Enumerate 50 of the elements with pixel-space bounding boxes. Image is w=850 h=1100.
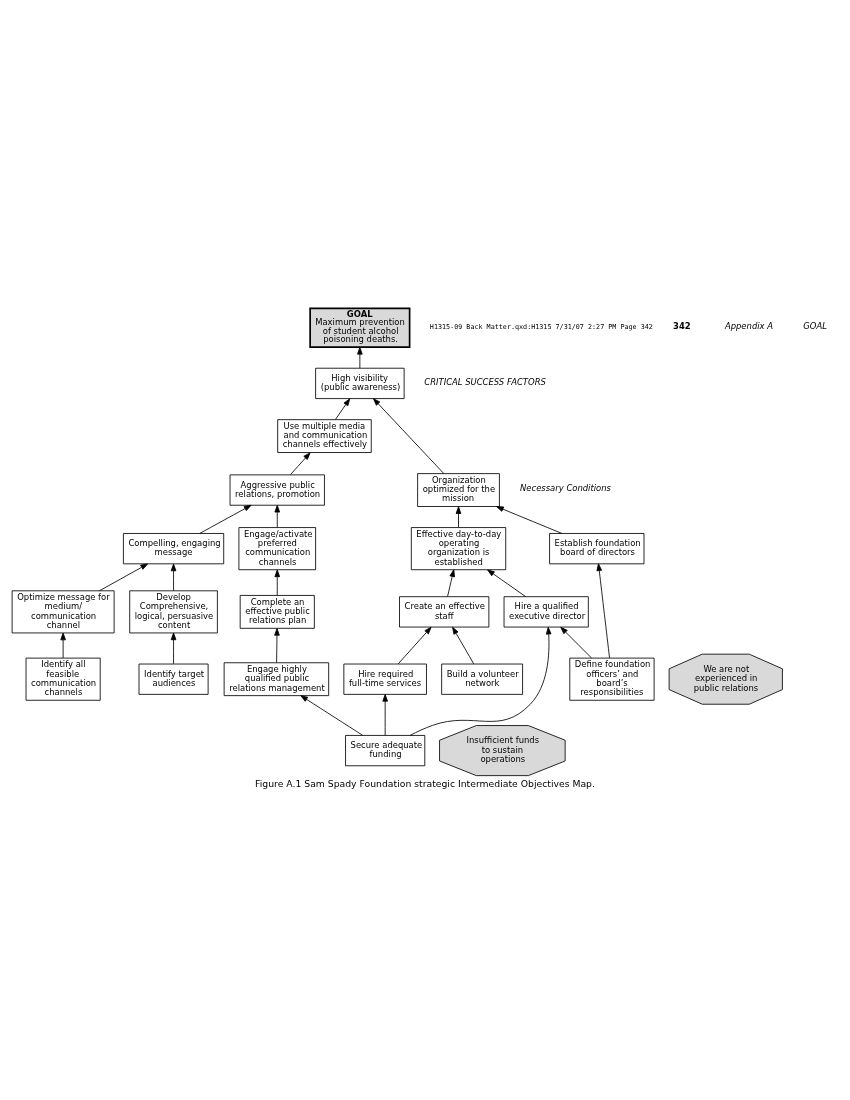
arrow: [487, 568, 527, 597]
label: Necessary Conditions: [520, 482, 611, 493]
arrow: [300, 694, 364, 736]
arrow: [274, 627, 280, 663]
label: GOAL: [803, 320, 827, 331]
node-box: Complete an effective public relations plan: [239, 594, 315, 629]
node-box: GOAL Maximum prevention of student alcohol poisoning deaths.: [309, 307, 411, 348]
arrow: [99, 563, 149, 591]
node-box: Develop Comprehensive, logical, persuasive content: [129, 589, 218, 633]
arrow: [452, 626, 475, 664]
node-box: Effective day-to-day operating organization is established: [410, 526, 507, 570]
node-box: Aggressive public relations, promotion: [229, 473, 325, 506]
arrow: [409, 626, 552, 736]
node-box: Use multiple media and communication channels effectively: [277, 418, 372, 453]
arrow: [496, 505, 563, 534]
arrow: [274, 504, 281, 528]
arrow: [397, 626, 432, 664]
arrow: [596, 562, 610, 658]
arrow: [274, 569, 281, 596]
arrow: [373, 397, 445, 474]
arrow: [382, 693, 388, 736]
arrow: [455, 505, 462, 528]
node-box: Engage highly qualified public relations management: [223, 661, 330, 696]
arrow: [170, 563, 177, 591]
node-box: Identify target audiences: [138, 663, 209, 695]
node-box: Engage/activate preferred communication channels: [238, 526, 317, 570]
arrow: [335, 397, 351, 420]
node-box: Identify all feasible communication channels: [25, 657, 101, 701]
node-box: Secure adequate funding: [345, 734, 426, 766]
node-box: Establish foundation board of directors: [549, 532, 645, 564]
arrow: [357, 346, 363, 369]
label: CRITICAL SUCCESS FACTORS: [424, 376, 546, 387]
caption: Figure A.1 Sam Spady Foundation strategic Intermediate Objectives Map.: [255, 777, 595, 789]
node-box: Hire a qualified executive director: [503, 595, 589, 627]
label: Appendix A: [724, 320, 774, 331]
arrow: [60, 632, 66, 658]
node-box: Create an effective staff: [399, 595, 490, 627]
node-box: Organization optimized for the mission: [417, 472, 500, 507]
label: 342: [673, 320, 691, 331]
arrow: [199, 504, 252, 534]
arrow: [289, 451, 311, 475]
node-box: Define foundation officers’ and board’s responsibilities: [569, 657, 655, 701]
node-box: Compelling, engaging message: [122, 532, 225, 564]
arrow: [447, 568, 455, 597]
node-box: Optimize message for medium/ communication channel: [11, 589, 115, 633]
node-box: Hire required full-time services: [343, 663, 427, 695]
node-box: High visibility (public awareness): [315, 367, 405, 399]
arrow: [170, 632, 177, 664]
node-box: Build a volunteer network: [441, 663, 523, 695]
arrow: [560, 626, 592, 658]
